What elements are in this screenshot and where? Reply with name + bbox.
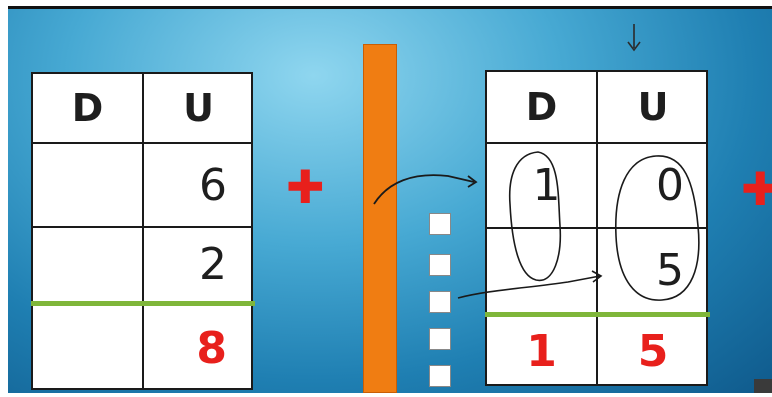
left-header-tens: D bbox=[33, 74, 142, 142]
corner-mark bbox=[754, 379, 772, 393]
tens-rod bbox=[363, 44, 397, 393]
right-row2-tens bbox=[487, 229, 596, 311]
right-place-value-table: D U 1 0 5 1 5 bbox=[485, 70, 708, 386]
unit-cube bbox=[429, 254, 451, 276]
right-result-tens: 1 bbox=[487, 317, 596, 386]
left-row1-units: 6 bbox=[144, 144, 253, 226]
unit-cube bbox=[429, 365, 451, 387]
left-row1-tens bbox=[33, 144, 142, 226]
unit-cube bbox=[429, 328, 451, 350]
left-row2-units: 2 bbox=[144, 228, 253, 300]
right-row1-units: 0 bbox=[598, 144, 708, 227]
left-place-value-table: D U 6 2 8 bbox=[31, 72, 253, 390]
plus-sign-left: ✚ bbox=[286, 164, 325, 210]
right-header-tens: D bbox=[487, 72, 596, 142]
left-result-tens bbox=[33, 306, 142, 390]
right-result-units: 5 bbox=[598, 317, 708, 386]
unit-cube bbox=[429, 213, 451, 235]
plus-sign-right: ✚ bbox=[741, 166, 772, 212]
left-header-units: U bbox=[144, 74, 253, 142]
top-border bbox=[8, 6, 772, 9]
left-row2-tens bbox=[33, 228, 142, 300]
math-slide: D U 6 2 8 ✚ D U 1 0 5 1 5 ✚ bbox=[8, 6, 772, 393]
unit-cube bbox=[429, 291, 451, 313]
right-header-units: U bbox=[598, 72, 708, 142]
left-result-units: 8 bbox=[144, 306, 253, 390]
right-row2-units: 5 bbox=[598, 229, 708, 311]
right-row1-tens: 1 bbox=[487, 144, 596, 227]
down-arrow-icon bbox=[628, 24, 640, 50]
